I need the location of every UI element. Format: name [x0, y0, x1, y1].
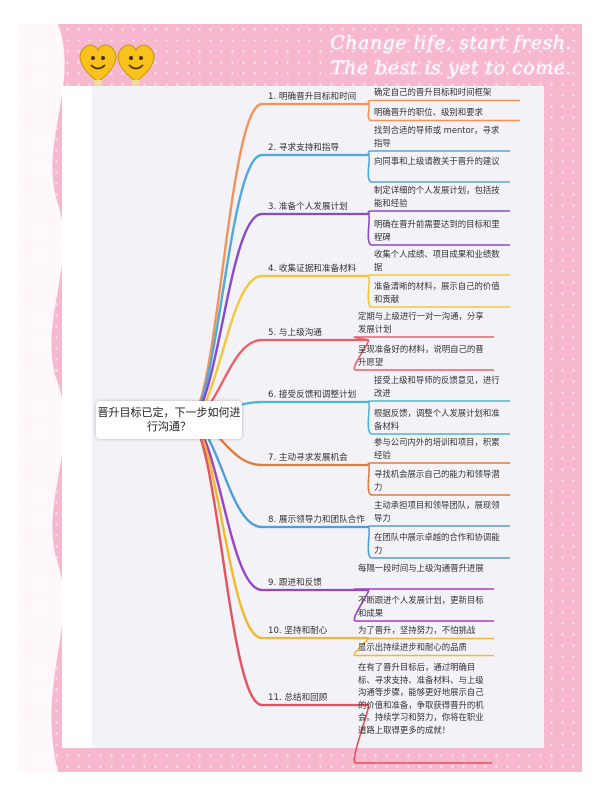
leaf-node[interactable]: 主动承担项目和领导团队，展现领导力	[374, 500, 500, 523]
leaf-node[interactable]: 收集个人成绩、项目成果和业绩数据	[374, 249, 500, 272]
branch-node[interactable]: 7. 主动寻求发展机会	[268, 453, 348, 463]
child-connector	[353, 704, 370, 764]
child-connector	[353, 339, 370, 371]
leaf-node[interactable]: 呈现准备好的材料，说明自己的晋升愿望	[358, 344, 484, 367]
child-connector	[353, 589, 370, 622]
root-label: 晋升目标已定，下一步如何进行沟通？	[97, 406, 241, 433]
slogan-line-2: The best is yet to come.	[330, 57, 572, 79]
slogan-line-1: Change life, start fresh.	[330, 32, 572, 54]
branch-node[interactable]: 11. 总结和回顾	[268, 693, 328, 703]
child-connector	[353, 637, 370, 657]
leaf-node[interactable]: 定期与上级进行一对一沟通，分享发展计划	[358, 311, 484, 334]
branch-node[interactable]: 2. 寻求支持和指导	[268, 143, 340, 153]
leaf-node[interactable]: 明确晋升的职位、级别和要求	[374, 107, 483, 117]
child-connector	[367, 103, 373, 122]
leaf-node[interactable]: 显示出持续进步和耐心的品质	[358, 642, 467, 652]
leaf-node[interactable]: 向同事和上级请教关于晋升的建议	[374, 156, 500, 166]
branch-node[interactable]: 9. 跟进和反馈	[268, 578, 322, 588]
branch-node[interactable]: 10. 坚持和耐心	[268, 626, 328, 636]
leaf-node[interactable]: 接受上级和导师的反馈意见，进行改进	[374, 375, 500, 398]
leaf-node[interactable]: 制定详细的个人发展计划，包括技能和经验	[374, 185, 500, 208]
child-connector	[367, 526, 373, 559]
child-connector	[367, 401, 373, 435]
mindmap-root-node[interactable]: 晋升目标已定，下一步如何进行沟通？	[96, 401, 242, 439]
leaf-node[interactable]: 不断跟进个人发展计划，更新目标和成果	[358, 595, 484, 618]
branch-node[interactable]: 1. 明确晋升目标和时间	[268, 92, 357, 102]
leaf-node[interactable]: 找到合适的导师或 mentor，寻求指导	[374, 125, 500, 148]
child-connector	[367, 275, 373, 308]
branch-connector	[187, 102, 263, 422]
leaf-node[interactable]: 为了晋升，坚持努力，不怕挑战	[358, 625, 476, 635]
leaf-node[interactable]: 确定自己的晋升目标和时间框架	[374, 87, 492, 97]
leaf-node[interactable]: 在团队中展示卓越的合作和协调能力	[374, 532, 500, 555]
branch-connector	[187, 418, 263, 640]
leaf-node[interactable]: 寻找机会展示自己的能力和领导潜力	[374, 469, 500, 492]
branch-node[interactable]: 3. 准备个人发展计划	[268, 202, 348, 212]
wavy-edge-decoration	[18, 24, 65, 772]
branch-node[interactable]: 6. 接受反馈和调整计划	[268, 390, 357, 400]
leaf-node[interactable]: 参与公司内外的培训和项目，积累经验	[374, 437, 500, 460]
heart-smiley-stickers-icon	[79, 44, 155, 88]
child-connector	[367, 464, 373, 496]
branch-node[interactable]: 8. 展示领导力和团队合作	[268, 515, 365, 525]
child-connector	[367, 154, 373, 183]
leaf-node[interactable]: 根据反馈，调整个人发展计划和准备材料	[374, 408, 500, 431]
child-connector	[367, 213, 373, 246]
branch-connector	[187, 153, 263, 422]
branch-node[interactable]: 4. 收集证据和准备材料	[268, 264, 357, 274]
branch-node[interactable]: 5. 与上级沟通	[268, 328, 322, 338]
branch-connector	[187, 274, 263, 422]
leaf-node[interactable]: 在有了晋升目标后，通过明确目标、寻求支持、准备材料、与上级沟通等步骤，能够更好地…	[358, 662, 484, 735]
leaf-node[interactable]: 每隔一段时间与上级沟通晋升进展	[358, 563, 484, 573]
leaf-node[interactable]: 明确在晋升前需要达到的目标和里程碑	[374, 219, 500, 242]
leaf-node[interactable]: 准备清晰的材料，展示自己的价值和贡献	[374, 281, 500, 304]
